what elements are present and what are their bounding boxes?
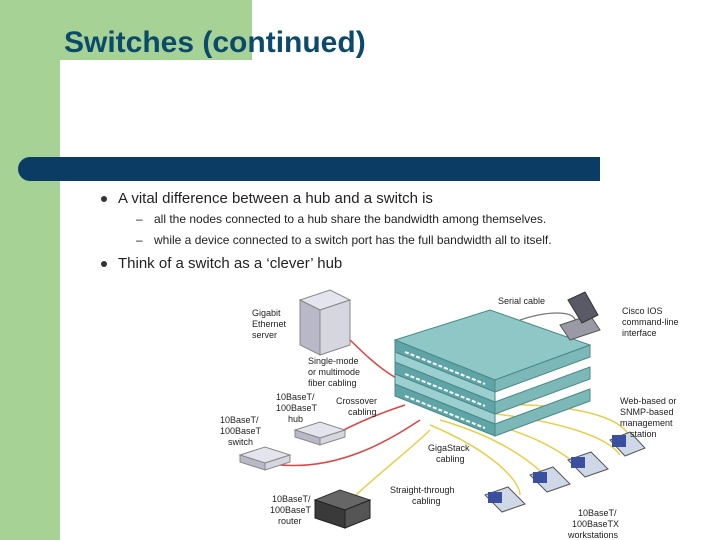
server-icon (298, 289, 352, 356)
management-station-icon (609, 431, 646, 457)
label-serial-cable: Serial cable (498, 296, 545, 306)
content-panel (60, 60, 720, 540)
bullet-dot (101, 261, 107, 267)
laptop-icon (559, 291, 601, 341)
switch-cable (279, 419, 421, 467)
bullet-text-1: A vital difference between a hub and a s… (118, 190, 433, 207)
switch-icon (238, 446, 292, 471)
left-accent-bar (0, 0, 60, 540)
bullet-text-2: Think of a switch as a ‘clever’ hub (118, 255, 343, 272)
straight-cable-1 (429, 424, 521, 496)
dash-marker: – (136, 212, 143, 226)
sub-bullet-1: all the nodes connected to a hub share t… (154, 212, 547, 226)
router-icon (313, 489, 372, 529)
top-accent-block (0, 0, 252, 60)
switch-stack (393, 309, 592, 437)
workstation-icons (484, 451, 609, 513)
hub-icon (293, 421, 347, 446)
slide-title: Switches (continued) (64, 26, 366, 59)
bullet-dot (101, 196, 107, 202)
dash-marker: – (136, 233, 143, 247)
sub-bullet-2: while a device connected to a switch por… (154, 233, 552, 247)
title-divider-bar (18, 157, 600, 181)
